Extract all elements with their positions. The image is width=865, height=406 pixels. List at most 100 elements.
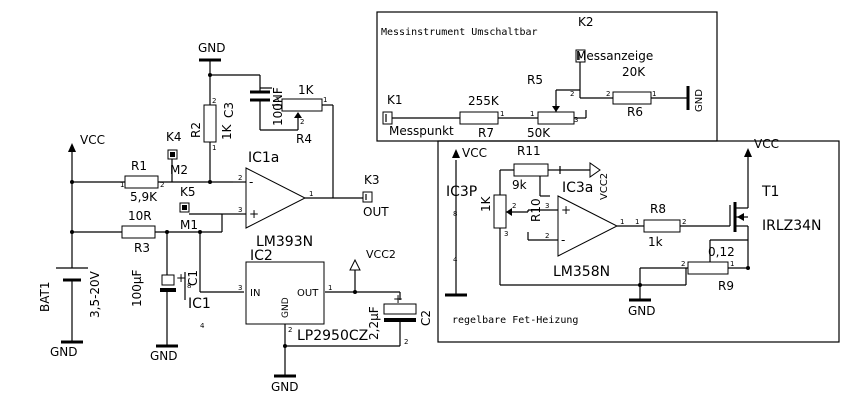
vcc-symbol-heater-left: VCC	[452, 146, 487, 160]
connector-k5: K5 M1	[179, 185, 222, 232]
potentiometer-r4: 1K R4 3 2 1	[272, 83, 327, 146]
ic1a-name: IC1a	[248, 150, 279, 166]
ic1-pin8: 8	[187, 282, 191, 290]
gnd-symbol-c1: GND	[150, 344, 178, 363]
ic3p-pin8: 8	[453, 210, 457, 218]
r8-name: R8	[650, 202, 666, 216]
resistor-r3: 10R R3	[121, 209, 156, 255]
r1-name: R1	[131, 159, 147, 173]
r5-value: 50K	[527, 126, 551, 140]
ic1-power-pins: 8 IC1 4	[184, 272, 211, 330]
gnd-symbol-r6: GND	[686, 86, 705, 112]
ic3p-pin4: 4	[453, 256, 458, 264]
r6-pin1: 1	[652, 90, 656, 98]
regulator-ic2: IC2 IN OUT GND 3 1 2 LP2950CZ	[238, 248, 368, 344]
c1-value: 100µF	[130, 269, 144, 307]
vcc2-label: VCC2	[366, 248, 396, 261]
c2-pin2: 2	[404, 338, 408, 346]
t1-name: T1	[761, 184, 779, 200]
r7-name: R7	[478, 126, 494, 140]
ic2-pin2: 2	[288, 326, 292, 334]
opamp-ic3a: + - 3 2 1 IC3a LM358N	[545, 180, 624, 280]
ic3a-pin3: 3	[545, 202, 549, 210]
capacitor-c2: + 2,2µF C2 2	[367, 292, 433, 346]
gnd-label-r6: GND	[694, 89, 705, 112]
r8-pin1: 1	[635, 218, 639, 226]
k4-name: K4	[166, 130, 182, 144]
ic2-pin3: 3	[238, 284, 242, 292]
fet-heater-title: regelbare Fet-Heizung	[452, 315, 578, 326]
vcc-label-left: VCC	[80, 133, 105, 147]
k3-label: OUT	[363, 205, 389, 219]
r2-pin1: 1	[212, 144, 216, 152]
potentiometer-r5: R5 50K 1 2 3	[527, 73, 578, 140]
gnd-label-ic2: GND	[271, 380, 299, 394]
vcc-symbol-left: VCC	[68, 133, 105, 160]
vcc-symbol-heater-right: VCC	[744, 137, 779, 157]
gnd-symbol-ic2: GND	[271, 374, 299, 394]
r8-value: 1k	[648, 235, 663, 249]
connector-k1: K1 Messpunkt	[382, 93, 454, 138]
r4-pin2: 2	[300, 118, 304, 126]
ic3p-power-pins: IC3P 8 4	[446, 184, 477, 264]
c1-plus: +	[176, 271, 186, 285]
r10-pin2: 2	[512, 202, 516, 210]
r5-pin2: 2	[570, 90, 574, 98]
k5-name: K5	[180, 185, 196, 199]
r3-value: 10R	[128, 209, 152, 223]
r10-pin3: 3	[504, 230, 508, 238]
r5-pin1: 1	[530, 110, 534, 118]
ic3p-name: IC3P	[446, 184, 477, 200]
ic2-pin-out: OUT	[297, 288, 319, 299]
measurement-switch-title: Messinstrument Umschaltbar	[381, 27, 538, 38]
r7-pin1: 1	[500, 110, 504, 118]
ic2-pin1: 1	[328, 284, 332, 292]
resistor-r11: R11 9k	[512, 144, 549, 192]
resistor-r6: 20K R6 2 1	[606, 65, 656, 119]
gnd-label-heater: GND	[628, 304, 656, 318]
ic1a-pin2: 2	[238, 174, 242, 182]
ic3a-minus: -	[561, 233, 565, 247]
r4-pin3: 3	[275, 96, 279, 104]
r6-name: R6	[627, 105, 643, 119]
gnd-label-c1: GND	[150, 349, 178, 363]
r10-name: R10	[529, 198, 543, 222]
r6-pin2: 2	[606, 90, 610, 98]
resistor-r7: 255K R7 1	[459, 94, 504, 140]
ic3a-pin1: 1	[620, 218, 624, 226]
ic1a-plus: +	[249, 207, 259, 221]
left-wires	[71, 60, 401, 376]
r9-pin2: 2	[681, 260, 685, 268]
c2-name: C2	[419, 310, 433, 326]
capacitor-c1: + 100µF C1	[130, 269, 200, 310]
capacitor-c3: C3 100NF	[222, 87, 285, 126]
top-box-wires	[392, 62, 688, 119]
c3-name: C3	[222, 102, 236, 118]
r3-name: R3	[134, 241, 150, 255]
vcc-label-heater-right: VCC	[754, 137, 779, 151]
k2-name: K2	[578, 15, 594, 29]
ic3a-name: IC3a	[562, 180, 593, 196]
r11-value: 9k	[512, 178, 527, 192]
r9-value: 0,12	[708, 245, 735, 259]
r2-pin2: 2	[212, 97, 216, 105]
right-box-wires	[455, 155, 749, 300]
ic2-pin-in: IN	[250, 288, 260, 299]
vcc2-symbol-heater: VCC2	[560, 162, 610, 200]
vcc2-label-heater: VCC2	[599, 173, 610, 200]
ic1a-minus: -	[249, 175, 253, 189]
ic1-name: IC1	[188, 296, 211, 312]
ic2-name: IC2	[250, 248, 273, 264]
ic3a-plus: +	[561, 203, 571, 217]
c2-plus: +	[393, 292, 403, 306]
connector-k2: K2 Messanzeige	[575, 15, 653, 63]
mosfet-t1: T1 IRLZ34N	[729, 184, 822, 234]
r1-pin1: 1	[120, 181, 124, 189]
k1-name: K1	[387, 93, 403, 107]
r1-value: 5,9K	[130, 190, 158, 204]
r6-value: 20K	[622, 65, 646, 79]
ic1-pin4: 4	[200, 322, 205, 330]
k2-label: Messanzeige	[576, 49, 653, 63]
r9-pin1: 1	[730, 260, 734, 268]
